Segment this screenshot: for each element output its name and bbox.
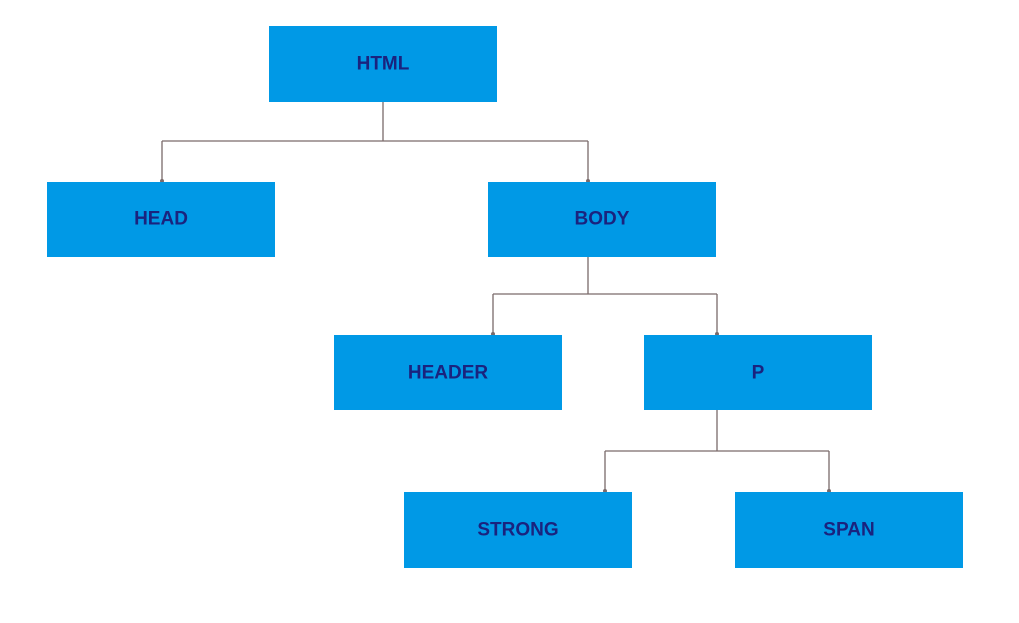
node-body-label: BODY <box>575 209 630 230</box>
node-body: BODY <box>488 182 716 257</box>
connector-body-children <box>491 257 719 336</box>
node-header: HEADER <box>334 335 562 410</box>
node-strong: STRONG <box>404 492 632 568</box>
node-head: HEAD <box>47 182 275 257</box>
node-html-label: HTML <box>357 54 410 75</box>
node-html: HTML <box>269 26 497 102</box>
connector-html-children <box>160 102 590 183</box>
node-header-label: HEADER <box>408 363 489 384</box>
node-strong-label: STRONG <box>477 520 558 541</box>
node-head-label: HEAD <box>134 209 188 230</box>
node-p: P <box>644 335 872 410</box>
connector-p-children <box>603 410 831 493</box>
node-p-label: P <box>752 363 765 384</box>
node-span: SPAN <box>735 492 963 568</box>
node-span-label: SPAN <box>823 520 874 541</box>
